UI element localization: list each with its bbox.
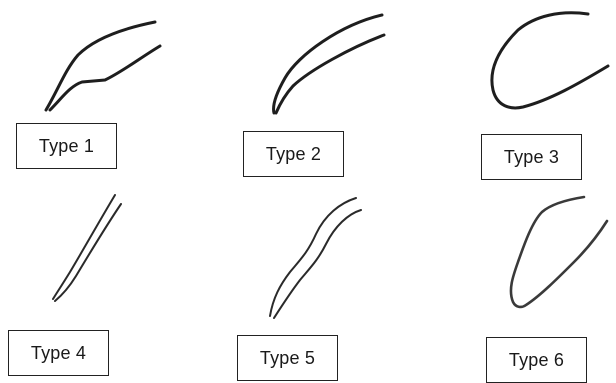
type-6-label: Type 6 xyxy=(486,337,587,383)
type-4-label: Type 4 xyxy=(8,330,109,376)
type-2-shape xyxy=(274,15,384,113)
type-1-label: Type 1 xyxy=(16,123,117,169)
type-4-shape xyxy=(53,195,121,301)
type-3-shape xyxy=(492,13,608,108)
type-6-shape xyxy=(511,197,607,307)
type-5-label: Type 5 xyxy=(237,335,338,381)
type-1-shape xyxy=(46,22,160,110)
type-2-label: Type 2 xyxy=(243,131,344,177)
type-3-label: Type 3 xyxy=(481,134,582,180)
type-5-shape xyxy=(270,198,361,318)
